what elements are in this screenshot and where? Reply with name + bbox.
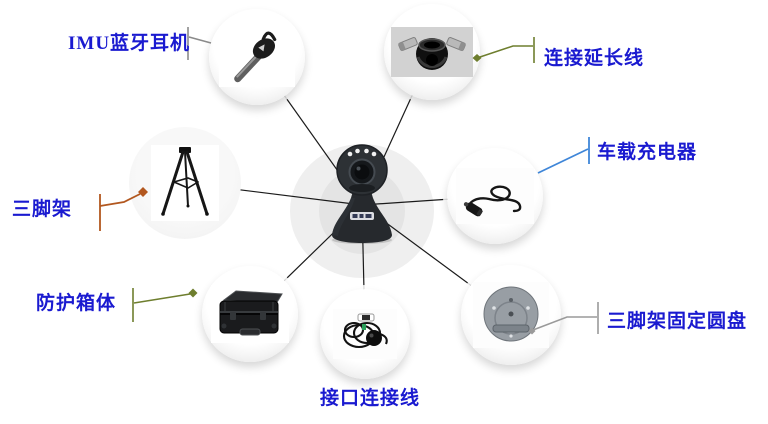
car-charger-photo xyxy=(456,168,534,224)
tripod-mount-disc-photo xyxy=(473,282,549,348)
bluetooth-headset-node xyxy=(209,9,305,105)
label-car-charger: 车载充电器 xyxy=(597,142,698,163)
protective-case-photo xyxy=(211,285,289,343)
tripod-node xyxy=(129,127,241,239)
extension-connector-photo xyxy=(391,27,473,77)
extension-connector-node xyxy=(384,4,480,100)
bluetooth-headset-photo xyxy=(219,27,295,87)
label-imu-bluetooth-headset: IMU蓝牙耳机 xyxy=(68,33,191,54)
label-tripod-mount-disc: 三脚架固定圆盘 xyxy=(607,311,748,332)
tripod-mount-disc-node xyxy=(461,265,561,365)
interface-cable-node xyxy=(320,289,410,379)
tripod-photo xyxy=(151,145,219,221)
label-protective-case: 防护箱体 xyxy=(36,293,117,314)
label-tripod: 三脚架 xyxy=(12,199,73,220)
label-extension-cable: 连接延长线 xyxy=(544,48,645,69)
car-charger-node xyxy=(447,148,543,244)
protective-case-node xyxy=(202,266,298,362)
label-interface-cable: 接口连接线 xyxy=(320,388,421,409)
ptz-camera-photo xyxy=(332,144,392,244)
interface-cable-photo xyxy=(333,309,397,359)
